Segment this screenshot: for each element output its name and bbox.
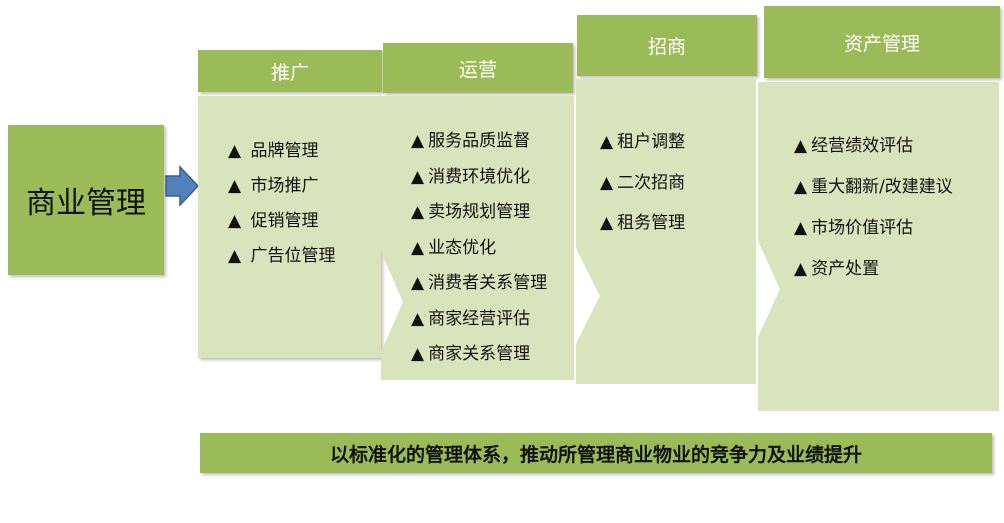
stage-operation-panel: ▲服务品质监督 ▲消费环境优化 ▲卖场规划管理 ▲业态优化 ▲消费者关系管理 ▲…	[381, 96, 574, 380]
root-node-label: 商业管理	[26, 186, 146, 221]
root-node-box: 商业管理	[8, 125, 164, 275]
stage-operation-title: 运营	[458, 58, 497, 81]
list-item: ▲ 促销管理	[228, 211, 319, 231]
stage-leasing-list: ▲租户调整 ▲二次招商 ▲租务管理	[600, 122, 685, 244]
summary-text: 以标准化的管理体系，推动所管理商业物业的竞争力及业绩提升	[329, 443, 862, 466]
list-item: ▲商家经营评估	[411, 308, 531, 329]
list-item: ▲业态优化	[411, 237, 497, 258]
stage-asset-panel: ▲经营绩效评估 ▲重大翻新/改建建议 ▲市场价值评估 ▲资产处置	[758, 82, 999, 411]
chevron-panel-shape	[576, 79, 756, 384]
list-item: ▲ 市场推广	[228, 176, 319, 196]
stage-operation-header: 运营	[383, 43, 573, 93]
stage-leasing-title: 招商	[647, 36, 686, 58]
list-item: ▲卖场规划管理	[411, 202, 531, 222]
list-item: ▲租务管理	[600, 213, 686, 233]
chevron-panel-shape	[381, 96, 574, 380]
stage-leasing-header: 招商	[577, 15, 757, 76]
stage-promotion-panel: ▲ 品牌管理 ▲ 市场推广 ▲ 促销管理 ▲ 广告位管理	[198, 96, 381, 358]
stage-promotion-list: ▲ 品牌管理 ▲ 市场推广 ▲ 促销管理 ▲ 广告位管理	[228, 134, 335, 274]
arrow-right-icon	[165, 165, 200, 207]
stage-operation-list: ▲服务品质监督 ▲消费环境优化 ▲卖场规划管理 ▲业态优化 ▲消费者关系管理 ▲…	[411, 124, 547, 373]
list-item: ▲商家关系管理	[411, 344, 531, 364]
stage-promotion-header: 推广	[198, 50, 382, 92]
list-item: ▲ 广告位管理	[228, 246, 336, 266]
stage-asset-list: ▲经营绩效评估 ▲重大翻新/改建建议 ▲市场价值评估 ▲资产处置	[794, 126, 953, 290]
stage-asset-header: 资产管理	[764, 6, 1000, 78]
list-item: ▲重大翻新/改建建议	[794, 177, 953, 197]
list-item: ▲经营绩效评估	[794, 136, 914, 156]
list-item: ▲二次招商	[600, 172, 686, 193]
list-item: ▲消费环境优化	[411, 166, 531, 187]
stage-asset-title: 资产管理	[843, 32, 920, 55]
list-item: ▲市场价值评估	[794, 218, 914, 238]
list-item: ▲ 品牌管理	[228, 141, 319, 161]
list-item: ▲消费者关系管理	[411, 273, 548, 293]
stage-promotion-title: 推广	[270, 61, 309, 84]
list-item: ▲服务品质监督	[411, 131, 531, 151]
list-item: ▲租户调整	[600, 132, 686, 152]
summary-banner: 以标准化的管理体系，推动所管理商业物业的竞争力及业绩提升	[200, 433, 992, 473]
chevron-panel-shape	[758, 82, 999, 411]
list-item: ▲资产处置	[794, 259, 880, 279]
stage-leasing-panel: ▲租户调整 ▲二次招商 ▲租务管理	[576, 79, 756, 384]
